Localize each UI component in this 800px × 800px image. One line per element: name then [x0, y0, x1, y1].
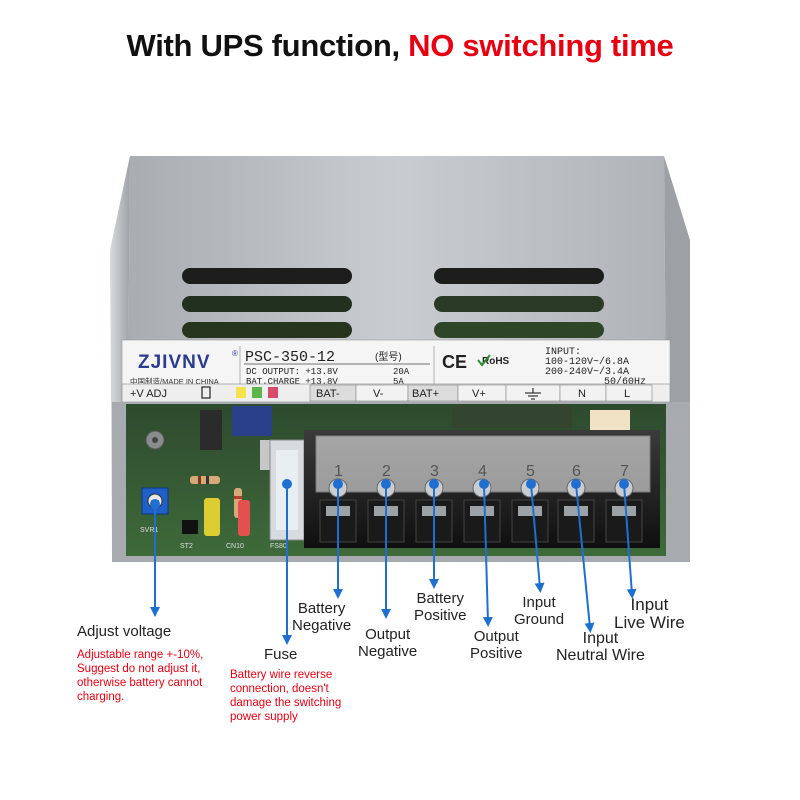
callout-arrows [150, 479, 637, 645]
arrow-input-live [623, 483, 637, 599]
callout-output-positive: Output Positive [470, 628, 523, 662]
dc-output: DC OUTPUT: +13.8V [246, 367, 338, 377]
vent-slots-left [182, 268, 352, 338]
terminal-number-7: 7 [620, 463, 629, 480]
callout-line: Input [522, 594, 556, 611]
callout-line: Battery [297, 600, 346, 617]
callout-line: Battery [416, 590, 465, 607]
terminal-number-1: 1 [334, 463, 343, 480]
callout-line: Live Wire [614, 613, 685, 632]
callout-line: Input [630, 595, 669, 614]
terminal-number-3: 3 [430, 463, 439, 480]
terminal-plate-7 [612, 506, 636, 516]
model-number: PSC-350-12 [245, 349, 335, 366]
fuse-symbol-icon [201, 386, 211, 399]
input-line-1: 100-120V~/6.8A [545, 356, 629, 368]
case-top [128, 156, 666, 400]
terminal-number-2: 2 [382, 463, 391, 480]
headline: With UPS function, NO switching time [0, 28, 800, 64]
dc-output-current: 20A [393, 367, 410, 377]
terminal-label-l: L [624, 388, 630, 400]
fuse-note-line: power supply [230, 711, 298, 723]
led-strip-green [252, 387, 262, 398]
terminal-label-v-neg: V- [373, 388, 384, 400]
input-line-2: 200-240V~/3.4A [545, 366, 629, 378]
adjust-voltage-note: Adjustable range +-10%, Suggest do not a… [77, 648, 203, 704]
callout-input-ground: Input Ground [514, 594, 564, 628]
terminal-number-5: 5 [526, 463, 535, 480]
fuse-board-label: FS80 [270, 543, 287, 550]
callout-adjust-voltage: Adjust voltage [77, 623, 171, 640]
fuse-note: Battery wire reverse connection, doesn't… [230, 668, 341, 724]
terminal-number-6: 6 [572, 463, 581, 480]
callout-line: Ground [514, 611, 565, 628]
fuse-title: Fuse [264, 646, 298, 663]
cn-label: CN10 [226, 543, 244, 550]
led-yellow [204, 498, 220, 536]
led-strip-red [268, 387, 278, 398]
callout-line: Output [365, 626, 411, 643]
terminal-label-vadj: +V ADJ [130, 388, 167, 400]
callout-battery-negative: Battery Negative [292, 600, 351, 634]
arrow-input-ground [530, 483, 545, 593]
arrow-input-neutral [575, 483, 595, 633]
headline-part-black: With UPS function, [126, 28, 409, 63]
arrow-output-positive [482, 483, 493, 627]
led-strip-yellow [236, 387, 246, 398]
brand-name: ZJIVNV [138, 352, 211, 373]
terminal-label-bat-neg: BAT- [316, 388, 340, 400]
callout-input-live: Input Live Wire [614, 596, 685, 632]
callout-line: Positive [414, 607, 467, 624]
made-in: 中国制造/MADE IN CHINA [130, 376, 219, 386]
bat-charge-current: 5A [393, 377, 404, 387]
callout-battery-positive: Battery Positive [414, 590, 467, 624]
vent-slots-right [434, 268, 604, 338]
adjust-note-line: Adjustable range +-10%, [77, 649, 204, 661]
callout-line: Neutral Wire [556, 647, 645, 664]
pcb-component [200, 410, 222, 450]
st-label: ST2 [180, 543, 193, 550]
callout-line: Output [473, 628, 519, 645]
rohs-check-icon [477, 354, 491, 367]
led-red [238, 500, 250, 536]
adjust-note-line: Suggest do not adjust it, [77, 663, 201, 675]
callout-input-neutral: Input Neutral Wire [556, 630, 645, 664]
adjust-note-line: otherwise battery cannot [77, 677, 203, 689]
terminal-label-bat-pos: BAT+ [412, 388, 439, 400]
brand-mark: ® [232, 349, 238, 358]
input-title: INPUT: [545, 347, 581, 358]
fuse-note-line: damage the switching [230, 697, 342, 709]
terminal-number-4: 4 [478, 463, 487, 480]
adjust-voltage-title: Adjust voltage [77, 623, 172, 640]
callout-line: Negative [292, 617, 352, 634]
model-note: (型号) [375, 350, 402, 363]
ce-mark: CE [442, 352, 467, 372]
callout-output-negative: Output Negative [358, 626, 417, 660]
fuse-note-line: connection, doesn't [230, 683, 329, 695]
callout-line: Positive [470, 645, 523, 662]
terminal-plate-4 [470, 506, 494, 516]
headline-part-red: NO switching time [408, 28, 674, 63]
callout-line: Negative [358, 643, 418, 660]
ground-symbol-icon [525, 388, 541, 400]
fuse-note-line: Battery wire reverse [230, 669, 333, 681]
terminal-cover [315, 435, 651, 493]
terminal-label-n: N [578, 388, 586, 400]
rohs-mark: RoHS [482, 356, 510, 367]
terminal-plate-6 [564, 506, 588, 516]
callout-line: Input [582, 630, 619, 647]
terminal-label-cells [309, 384, 653, 402]
terminal-plate-5 [518, 506, 542, 516]
callout-fuse: Fuse [264, 646, 297, 663]
bat-charge: BAT.CHARGE +13.8V [246, 377, 338, 387]
svr-label: SVR1 [140, 527, 158, 534]
terminal-label-v-pos: V+ [472, 388, 486, 400]
adjust-note-line: charging. [77, 691, 125, 703]
